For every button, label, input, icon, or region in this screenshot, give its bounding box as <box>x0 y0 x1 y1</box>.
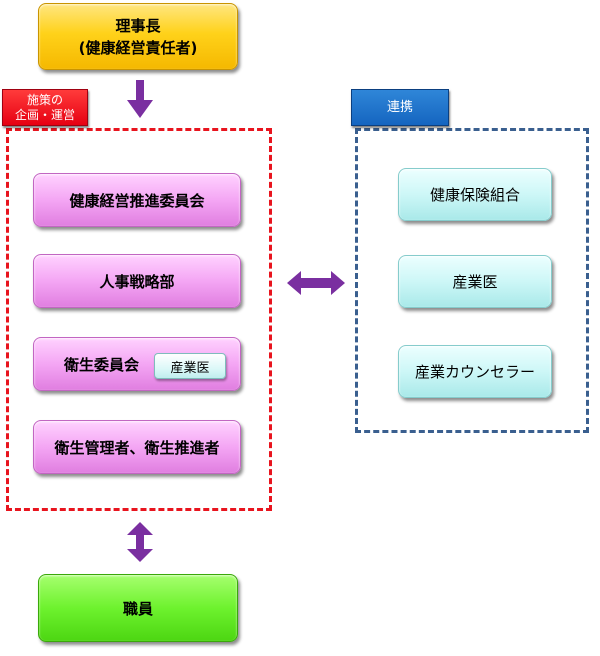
chairman-box: 理事長 (健康経営責任者) <box>38 3 238 70</box>
health-committee-label: 衛生委員会 <box>64 355 140 374</box>
health-committee-doctor-label: 産業医 <box>170 360 210 376</box>
staff-box: 職員 <box>38 574 238 642</box>
industrial-counselor-label: 産業カウンセラー <box>414 363 535 381</box>
planning-operation-tab: 施策の 企画・運営 <box>2 89 88 126</box>
health-officers-label: 衛生管理者、衛生推進者 <box>54 438 220 457</box>
bidirectional-arrow-icon <box>287 271 345 295</box>
vertical-bidirectional-arrow-icon <box>127 522 153 562</box>
chairman-title: 理事長 <box>115 16 161 35</box>
planning-tab-line2: 企画・運営 <box>14 108 75 122</box>
chairman-subtitle: (健康経営責任者) <box>78 38 198 57</box>
collaboration-group <box>355 128 589 433</box>
health-officers-box: 衛生管理者、衛生推進者 <box>33 420 241 474</box>
health-management-committee-label: 健康経営推進委員会 <box>69 191 205 210</box>
down-arrow-icon <box>127 80 153 118</box>
health-insurance-association-label: 健康保険組合 <box>429 186 520 204</box>
planning-operation-group <box>6 128 272 511</box>
industrial-physician-box: 産業医 <box>398 255 552 308</box>
staff-label: 職員 <box>122 599 153 618</box>
health-management-committee-box: 健康経営推進委員会 <box>33 173 241 227</box>
industrial-physician-label: 産業医 <box>452 273 498 291</box>
health-committee-doctor-chip: 産業医 <box>154 353 226 379</box>
hr-strategy-department-box: 人事戦略部 <box>33 254 241 308</box>
health-insurance-association-box: 健康保険組合 <box>398 168 552 221</box>
health-committee-box: 衛生委員会 産業医 <box>33 337 241 391</box>
collaboration-tab-label: 連携 <box>386 100 413 115</box>
planning-tab-line1: 施策の <box>26 93 63 107</box>
collaboration-tab: 連携 <box>351 89 449 126</box>
hr-strategy-department-label: 人事戦略部 <box>99 272 175 291</box>
industrial-counselor-box: 産業カウンセラー <box>398 345 552 398</box>
